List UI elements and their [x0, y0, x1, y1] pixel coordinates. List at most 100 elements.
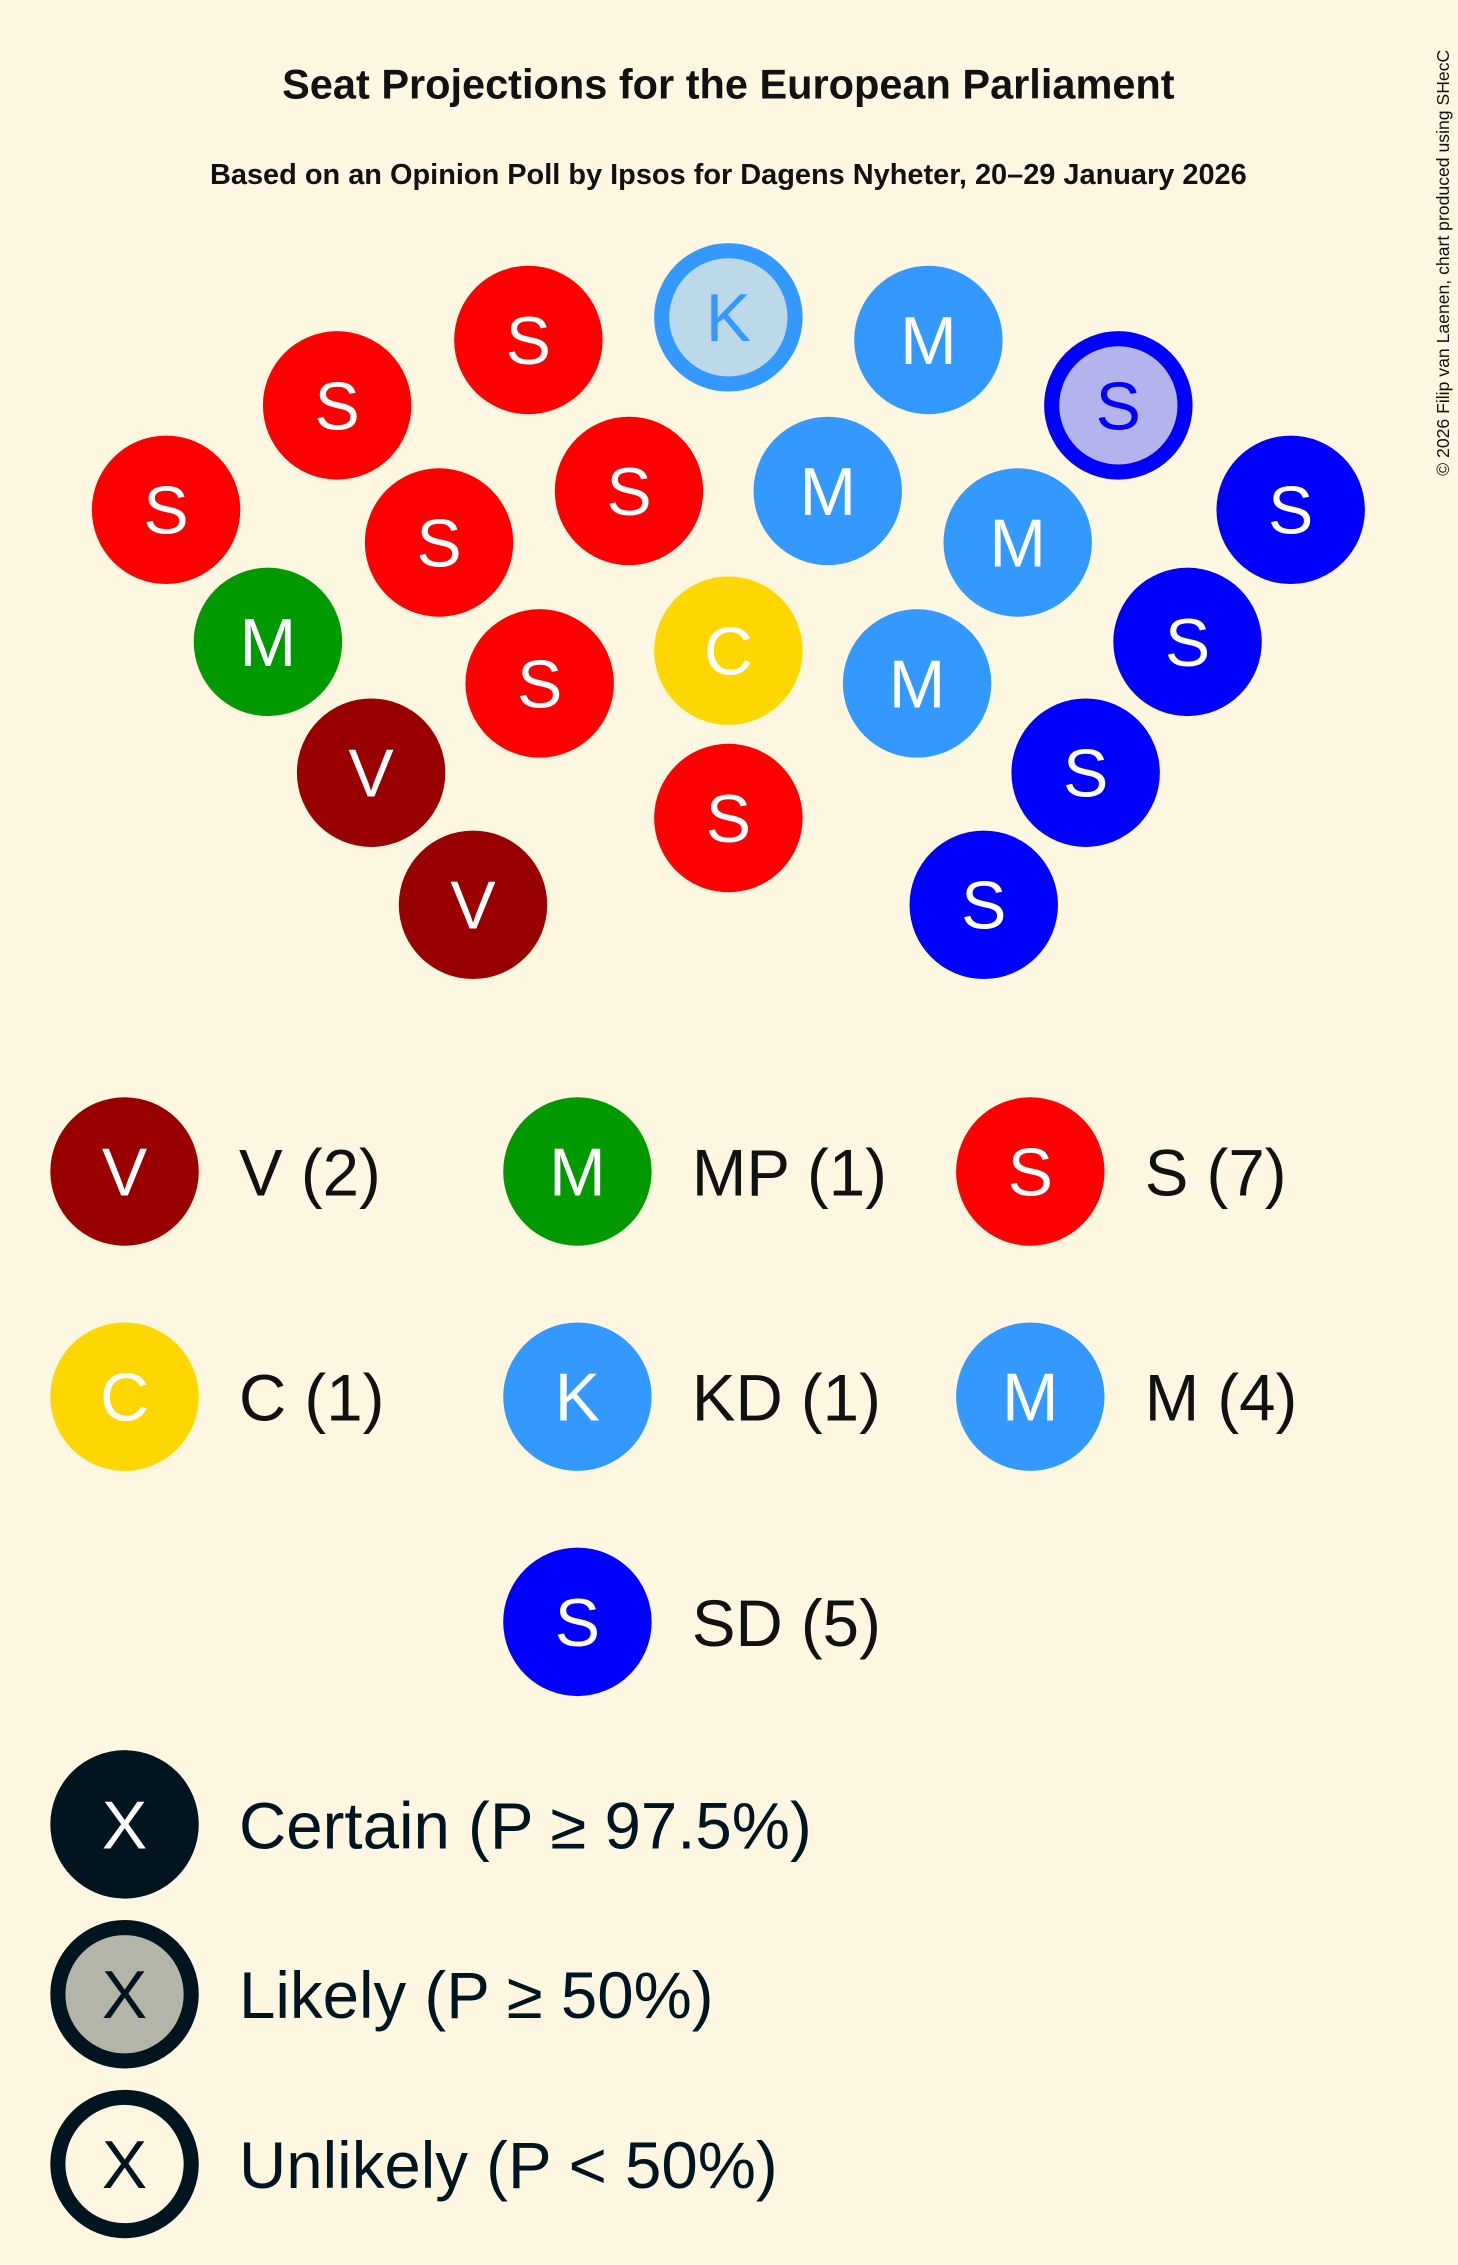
seat-circle	[554, 416, 704, 566]
seat-circle	[398, 830, 548, 980]
seat-c: C	[654, 576, 803, 725]
seat-s: S	[262, 331, 412, 480]
seat-letter: X	[102, 1958, 147, 2033]
seat-letter: M	[900, 304, 957, 379]
seat-letter: S	[314, 369, 359, 444]
seat-letter: M	[549, 1135, 606, 1210]
seat-letter: S	[606, 455, 651, 530]
seat-circle	[1216, 435, 1365, 585]
seat-circle	[364, 468, 514, 617]
seat-circle	[503, 1322, 652, 1471]
seat-letter: S	[1096, 369, 1141, 444]
legend-label-m: M (4)	[1145, 1362, 1298, 1435]
seat-letter: S	[1063, 737, 1108, 812]
seat-letter: M	[240, 606, 297, 681]
seat-circle	[50, 1097, 199, 1246]
seat-letter: S	[506, 304, 551, 379]
seat-m: M	[943, 468, 1092, 617]
seat-circle	[454, 265, 603, 415]
seat-letter: S	[706, 782, 751, 857]
legend-swatch-kd: K	[503, 1322, 652, 1471]
seat-circle	[956, 1097, 1105, 1246]
seat-circle	[503, 1547, 652, 1697]
seat-letter: S	[416, 506, 461, 581]
legend-label-unlikely: Unlikely (P < 50%)	[239, 2129, 778, 2202]
legend-swatch-c: C	[50, 1322, 199, 1471]
seat-circle	[956, 1322, 1105, 1471]
seat-circle	[296, 698, 446, 847]
legend-label-likely: Likely (P ≥ 50%)	[239, 1959, 714, 2032]
seat-letter: M	[799, 455, 856, 530]
seat-s: S	[554, 416, 704, 566]
seat-kd-likely: K	[654, 243, 803, 392]
seat-letter: S	[1268, 474, 1313, 549]
seat-circle	[842, 609, 992, 758]
seat-m: M	[753, 416, 902, 566]
seat-letter: C	[704, 615, 753, 690]
seat-circle	[943, 468, 1092, 617]
seat-letter: V	[102, 1135, 147, 1210]
seat-letter: X	[102, 1788, 147, 1863]
legend-swatch-s: S	[956, 1097, 1105, 1246]
seat-letter: S	[1165, 606, 1210, 681]
seat-m: M	[854, 265, 1003, 415]
legend-label-sd: SD (5)	[692, 1587, 881, 1660]
legend-label-v: V (2)	[239, 1136, 381, 1209]
seat-letter: C	[100, 1361, 149, 1436]
seat-sd: S	[1216, 435, 1365, 585]
seat-m: M	[842, 609, 992, 758]
seat-s: S	[454, 265, 603, 415]
seat-s: S	[91, 435, 241, 585]
seat-letter: M	[989, 506, 1046, 581]
seat-mp: M	[193, 567, 343, 717]
seat-s: S	[465, 609, 614, 758]
seat-letter: S	[1008, 1135, 1053, 1210]
legend: V V (2) M MP (1) S S (7) C C (1) K KD (1) M M (4) S S…	[50, 1097, 1298, 2239]
seat-letter: V	[348, 737, 393, 812]
legend-swatch-mp: M	[503, 1097, 652, 1246]
seat-letter: X	[102, 2128, 147, 2203]
legend-likely: X	[50, 1919, 199, 2069]
chart-subtitle: Based on an Opinion Poll by Ipsos for Da…	[210, 159, 1247, 191]
seat-circle	[465, 609, 614, 758]
legend-unlikely: X	[50, 2089, 199, 2239]
seat-circle	[91, 435, 241, 585]
legend-swatch-v: V	[50, 1097, 199, 1246]
legend-swatch-m: M	[956, 1322, 1105, 1471]
seat-sd: S	[909, 830, 1058, 980]
seat-s: S	[364, 468, 514, 617]
seat-circle	[1113, 567, 1262, 717]
seat-letter: S	[143, 474, 188, 549]
seat-circle	[193, 567, 343, 717]
legend-label-kd: KD (1)	[692, 1362, 881, 1435]
copyright: © 2026 Filip van Laenen, chart produced …	[1433, 49, 1453, 475]
seat-v: V	[296, 698, 446, 847]
seat-sd: S	[1113, 567, 1262, 717]
legend-label-c: C (1)	[239, 1362, 384, 1435]
seat-circle	[654, 243, 803, 392]
seat-s: S	[654, 743, 803, 893]
chart-title: Seat Projections for the European Parlia…	[282, 60, 1175, 107]
seat-letter: K	[706, 281, 751, 356]
seat-letter: S	[555, 1586, 600, 1661]
seat-circle	[1011, 698, 1160, 847]
seat-letter: S	[961, 869, 1006, 944]
legend-label-s: S (7)	[1145, 1136, 1287, 1209]
seat-circle	[753, 416, 902, 566]
seat-circle	[909, 830, 1058, 980]
seat-sd: S	[1011, 698, 1160, 847]
seat-letter: V	[450, 869, 495, 944]
seat-circle	[854, 265, 1003, 415]
seat-circle	[503, 1097, 652, 1246]
legend-label-mp: MP (1)	[692, 1136, 887, 1209]
seat-circle	[50, 1322, 199, 1471]
legend-swatch-sd: S	[503, 1547, 652, 1697]
seat-circle	[654, 576, 803, 725]
seat-circle	[654, 743, 803, 893]
seat-circle	[50, 1750, 199, 1899]
legend-certain: X	[50, 1750, 199, 1899]
seat-letter: M	[889, 647, 946, 722]
legend-label-certain: Certain (P ≥ 97.5%)	[239, 1789, 812, 1862]
